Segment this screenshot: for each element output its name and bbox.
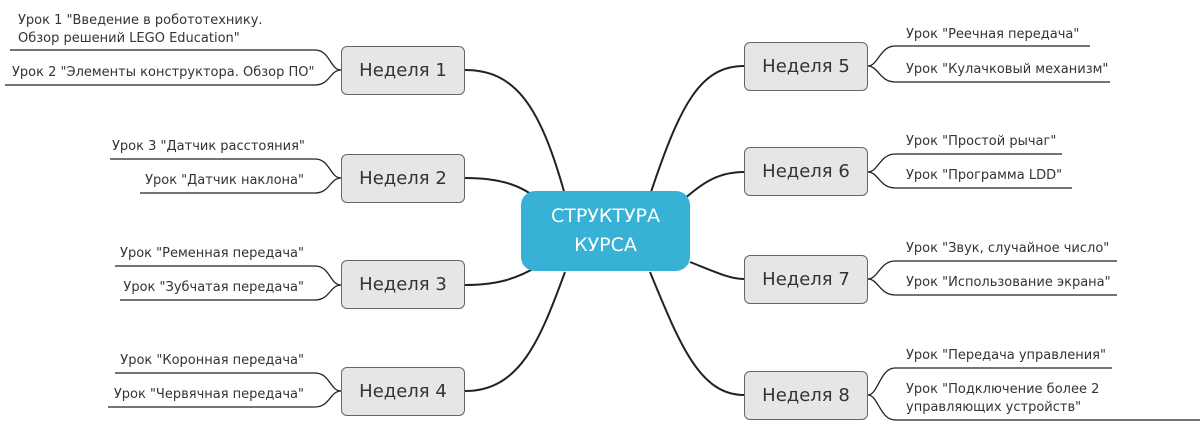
link-week-3-lesson-1 xyxy=(115,265,342,286)
link-week-6-lesson-2 xyxy=(867,171,1072,189)
link-week-5-lesson-2 xyxy=(867,65,1110,83)
lesson-label-7-2: Урок "Использование экрана" xyxy=(906,275,1111,290)
root-node[interactable]: СТРУКТУРА КУРСА xyxy=(521,191,690,271)
link-week-1-lesson-2 xyxy=(5,69,342,86)
link-week-6-lesson-1 xyxy=(867,153,1062,173)
link-root-week-8 xyxy=(649,271,745,396)
lesson-label-7-1: Урок "Звук, случайное число" xyxy=(906,241,1110,256)
link-week-4-lesson-1 xyxy=(115,372,342,392)
link-week-8-lesson-2 xyxy=(867,394,1200,421)
link-week-7-lesson-1 xyxy=(867,260,1117,280)
week-node-8[interactable]: Неделя 8 xyxy=(744,371,868,420)
root-title-line-2: КУРСА xyxy=(574,234,637,256)
lesson-label-2-1: Урок 3 "Датчик расстояния" xyxy=(112,139,305,154)
link-week-5-lesson-1 xyxy=(867,45,1090,67)
link-root-week-1 xyxy=(464,69,566,196)
link-week-2-lesson-2 xyxy=(140,177,342,194)
lesson-label-8-2: Урок "Подключение более 2 управляющих ус… xyxy=(906,382,1100,415)
link-root-week-7 xyxy=(689,261,745,280)
lesson-label-6-1: Урок "Простой рычаг" xyxy=(906,134,1057,149)
link-week-8-lesson-1 xyxy=(867,367,1112,396)
lesson-label-5-1: Урок "Реечная передача" xyxy=(906,27,1080,42)
week-node-1[interactable]: Неделя 1 xyxy=(341,46,465,95)
link-week-3-lesson-2 xyxy=(120,284,342,301)
lesson-label-1-1: Урок 1 "Введение в робототехнику. Обзор … xyxy=(18,13,263,46)
link-week-1-lesson-1 xyxy=(10,49,342,71)
link-week-7-lesson-2 xyxy=(867,278,1117,296)
week-node-5[interactable]: Неделя 5 xyxy=(744,42,868,91)
link-week-4-lesson-2 xyxy=(108,390,342,408)
lesson-label-1-2: Урок 2 "Элементы конструктора. Обзор ПО" xyxy=(12,65,315,80)
lesson-label-5-2: Урок "Кулачковый механизм" xyxy=(906,62,1109,77)
root-title-line-1: СТРУКТУРА xyxy=(550,205,661,227)
lesson-label-3-1: Урок "Ременная передача" xyxy=(120,246,304,261)
lesson-label-4-2: Урок "Червячная передача" xyxy=(113,387,304,402)
link-week-2-lesson-1 xyxy=(110,158,342,179)
lesson-label-4-1: Урок "Коронная передача" xyxy=(120,353,304,368)
lesson-label-8-1: Урок "Передача управления" xyxy=(906,348,1106,363)
lesson-label-2-2: Урок "Датчик наклона" xyxy=(145,173,304,188)
week-node-4[interactable]: Неделя 4 xyxy=(341,367,465,416)
week-node-7[interactable]: Неделя 7 xyxy=(744,255,868,304)
lesson-label-3-2: Урок "Зубчатая передача" xyxy=(123,280,304,295)
week-node-3[interactable]: Неделя 3 xyxy=(341,260,465,309)
link-root-week-4 xyxy=(464,271,566,392)
lesson-label-6-2: Урок "Программа LDD" xyxy=(906,168,1063,183)
week-node-2[interactable]: Неделя 2 xyxy=(341,154,465,203)
week-node-6[interactable]: Неделя 6 xyxy=(744,147,868,196)
link-root-week-5 xyxy=(649,65,745,196)
